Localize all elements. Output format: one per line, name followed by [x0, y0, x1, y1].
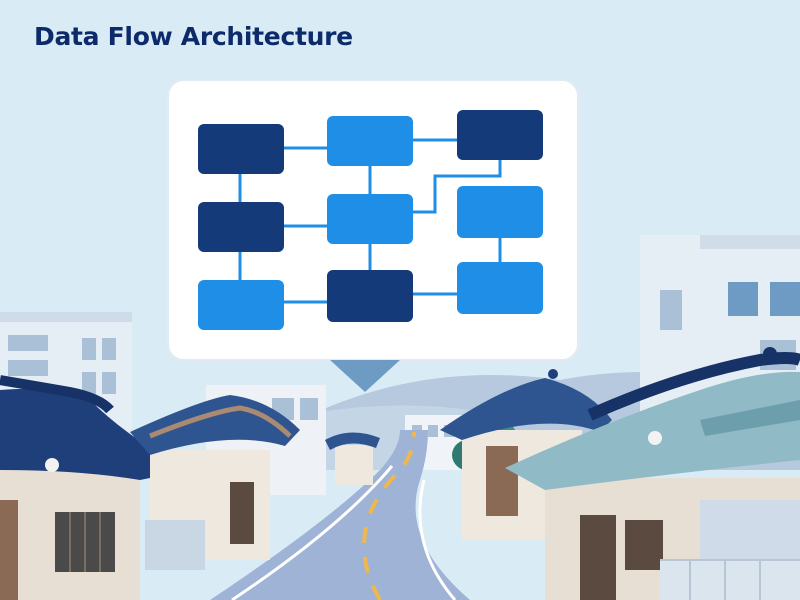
node-r2c3: [457, 186, 543, 238]
stone-wall: [660, 559, 800, 600]
node-r1c3: [457, 110, 543, 160]
page-title: Data Flow Architecture: [34, 22, 353, 51]
hanok-mid-right: [440, 369, 612, 540]
node-r2c2: [327, 194, 413, 244]
node-r1c2: [327, 116, 413, 166]
node-r3c3: [457, 262, 543, 314]
hanok-center: [325, 432, 380, 485]
hanok-mid-left: [130, 395, 300, 570]
diagram-connectors: [238, 138, 502, 304]
diagram-nodes: [198, 110, 543, 330]
connector: [412, 160, 502, 214]
node-r3c1: [198, 280, 284, 330]
node-r2c1: [198, 202, 284, 252]
node-r3c2: [327, 270, 413, 322]
node-r1c1: [198, 124, 284, 174]
hanok-left: [0, 375, 190, 600]
road: [210, 430, 470, 600]
